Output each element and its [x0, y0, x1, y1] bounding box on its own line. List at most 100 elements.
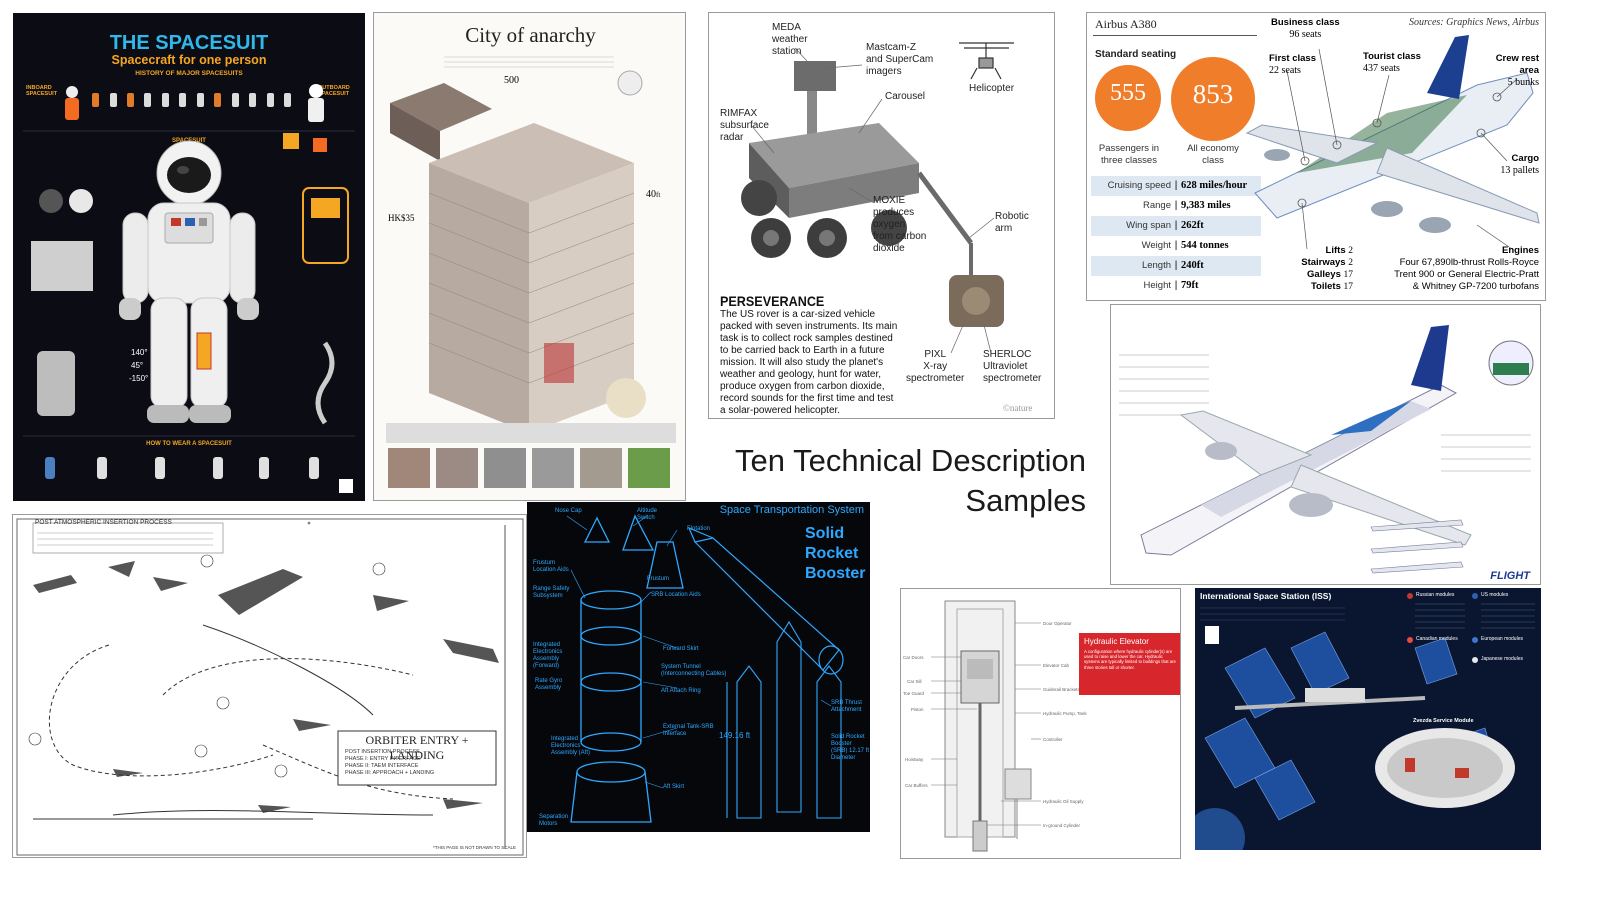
a380-circle-555-label: Passengers in three classes — [1098, 143, 1160, 166]
svg-text:Controller: Controller — [1043, 737, 1063, 742]
srb-dimension: 149.16 ft — [719, 731, 751, 740]
facility-value: 17 — [1343, 282, 1354, 292]
svg-text:Car Buffers: Car Buffers — [905, 783, 928, 788]
facility-value: 2 — [1348, 258, 1353, 268]
a380-circle-853 — [1171, 57, 1255, 141]
first-seats: 22 seats — [1269, 65, 1301, 76]
facility-label: Toilets — [1310, 281, 1341, 292]
spec-label: Length — [1141, 260, 1171, 271]
rover-label-arm: Robotic arm — [995, 211, 1029, 234]
temp-hot: 140° — [131, 348, 148, 357]
srb-wireframe — [566, 514, 844, 823]
spacesuit-history-heading: HISTORY OF MAJOR SPACESUITS — [135, 70, 243, 77]
facility-value: 17 — [1343, 270, 1354, 280]
facility-row: Lifts 2 — [1273, 245, 1353, 257]
iss-zvezda-label: Zvezda Service Module — [1413, 718, 1474, 724]
svg-text:Car Sill: Car Sill — [907, 679, 922, 684]
slide-title-line2: Samples — [965, 483, 1086, 518]
spec-row: Weight|544 tonnes — [1091, 236, 1261, 256]
spec-row: Cruising speed|628 miles/hour — [1091, 176, 1261, 196]
shuttle-icons — [33, 561, 499, 813]
iss-legend-eu: European modules — [1481, 636, 1523, 642]
temp-mid: 45° — [131, 361, 144, 370]
tether-icon — [315, 341, 335, 425]
rover-label-rimfax: RIMFAX subsurface radar — [720, 108, 769, 143]
white-suit-icon — [308, 84, 324, 122]
rover-heading: PERSEVERANCE — [720, 293, 825, 309]
anarchy-40-value: 40 — [646, 189, 656, 200]
a380-facilities: Lifts 2 Stairways 2 Galleys 17 Toilets 1… — [1273, 245, 1353, 293]
anarchy-label-500: 500 — [504, 75, 519, 86]
srb-label: Solid Rocket Booster (SRB) 12.17 ft Diam… — [831, 734, 870, 761]
srb-label: Aft Attach Ring — [661, 688, 701, 694]
spec-label: Cruising speed — [1107, 180, 1171, 191]
srb-label: SRB Thrust Attachment — [831, 700, 862, 713]
iss-poster: International Space Station (ISS) Russia… — [1195, 588, 1541, 850]
rover-label-mastcam: Mastcam-Z and SuperCam imagers — [866, 42, 934, 77]
spec-label: Wing span — [1126, 220, 1171, 231]
spec-label: Height — [1143, 280, 1171, 291]
srb-label: Frustum Location Aids — [533, 560, 569, 573]
rover-label-carousel: Carousel — [885, 91, 926, 102]
rover-credit: ©nature — [1003, 403, 1033, 413]
srb-label: SRB Location Aids — [651, 592, 701, 598]
svg-text:Toe Guard: Toe Guard — [903, 691, 925, 696]
a380-title: Airbus A380 — [1095, 17, 1157, 31]
srb-label: Rate Gyro Assembly — [535, 678, 563, 691]
facility-row: Galleys 17 — [1273, 269, 1353, 281]
srb-label: Altitude Switch — [637, 508, 658, 521]
svg-text:Car Doors: Car Doors — [903, 655, 924, 660]
elevator-callout: Hydraulic Elevator A configuration where… — [1079, 633, 1180, 695]
orbiter-box-lines: POST INSERTION PROCESS PHASE I: ENTRY IN… — [345, 749, 435, 776]
srb-title-line1: Solid — [805, 525, 845, 542]
rover-label-helicopter: Helicopter — [969, 83, 1015, 94]
srb-labels: Nose Cap Altitude Switch Flotation Frust… — [527, 502, 870, 832]
elevator-title: Hydraulic Elevator — [1084, 637, 1149, 646]
srb-label: Integrated Electronics Assembly (Aft) — [551, 736, 591, 756]
anarchy-title: City of anarchy — [465, 23, 596, 47]
iss-legend-ca: Canadian modules — [1416, 636, 1458, 642]
anarchy-label-40: 40ft — [646, 189, 660, 200]
spec-value: 79ft — [1181, 280, 1199, 291]
facility-row: Stairways 2 — [1273, 257, 1353, 269]
first-title: First class — [1269, 53, 1316, 64]
spec-sep: | — [1174, 240, 1178, 251]
srb-title-line2: Rocket — [805, 545, 859, 562]
rover-label-pixl: PIXL X-ray spectrometer — [906, 349, 965, 384]
flight-cutaway-panel: FLIGHT — [1110, 304, 1541, 585]
orbiter-top-heading: POST ATMOSPHERIC INSERTION PROCESS — [35, 519, 172, 526]
spacesuit-title: THE SPACESUIT — [109, 32, 269, 54]
spec-value: 262ft — [1181, 220, 1204, 231]
a380-circle-555-value: 555 — [1110, 80, 1146, 106]
engines-text: Four 67,890lb-thrust Rolls-Royce Trent 9… — [1394, 257, 1539, 292]
orbiter-footer-note: *THIS PAGE IS NOT DRAWN TO SCALE — [433, 845, 517, 850]
spec-sep: | — [1174, 180, 1178, 191]
srb-stack-side — [726, 620, 842, 819]
orbiter-trajectory — [16, 518, 524, 856]
rover-label-meda: MEDA weather station — [772, 22, 808, 57]
a380-circle-555 — [1095, 65, 1161, 131]
spacesuit-illustration: SPACESUIT HOW TO WEAR A SPACESUIT — [23, 84, 355, 493]
slide-title-line1: Ten Technical Description — [735, 443, 1086, 478]
svg-text:In-ground Cylinder: In-ground Cylinder — [1043, 823, 1081, 828]
helicopter-icon — [959, 42, 1014, 80]
spec-value: 240ft — [1181, 260, 1204, 271]
elevator-body: A configuration where hydraulic cylinder… — [1084, 649, 1176, 670]
slide-title: Ten Technical Description Samples — [700, 441, 1086, 521]
spacesuit-history-row — [92, 93, 291, 107]
iss-legend-us: US modules — [1481, 592, 1509, 598]
a380-standard-seating: Standard seating — [1095, 49, 1177, 60]
spec-sep: | — [1174, 280, 1178, 291]
a380-source: Sources: Graphics News, Airbus — [1409, 17, 1539, 28]
srb-perspective-rocket — [687, 526, 844, 675]
iss-legend-dots — [1407, 593, 1478, 663]
rover-body-text: The US rover is a car-sized vehicle pack… — [720, 309, 898, 416]
perseverance-rover-panel: MEDA weather station Mastcam-Z and Super… — [708, 12, 1055, 419]
svg-text:Hydraulic Pump, Tank: Hydraulic Pump, Tank — [1043, 711, 1087, 716]
flight-logo: FLIGHT — [1490, 570, 1530, 582]
tourist-title: Tourist class — [1363, 51, 1421, 62]
